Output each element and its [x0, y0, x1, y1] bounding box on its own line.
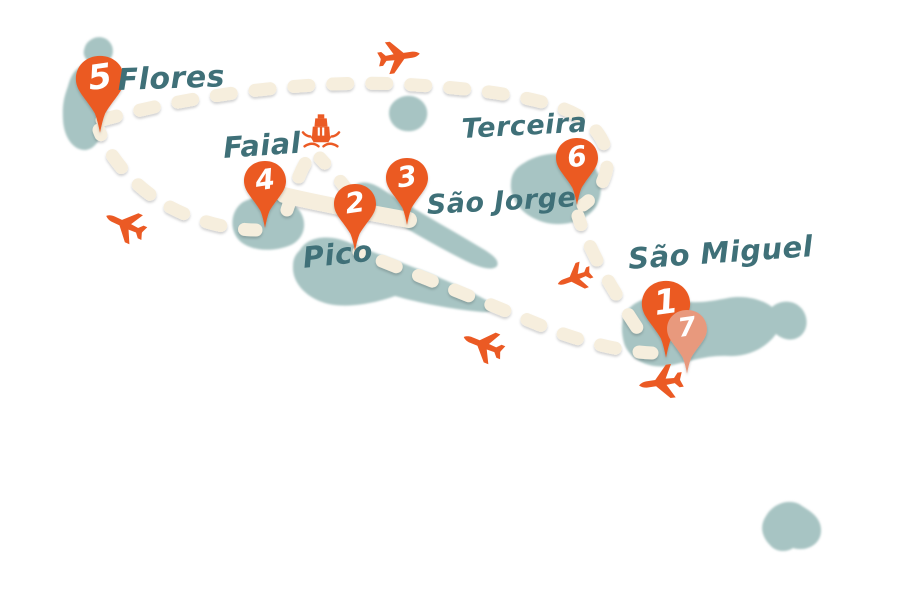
route-flores-to-faial	[92, 123, 263, 237]
airplane-icon	[375, 37, 422, 76]
island-santa-maria	[762, 501, 822, 552]
island-pico	[292, 237, 493, 313]
label-faial: Faial	[222, 125, 303, 165]
route-faial-to-ferry	[280, 150, 316, 217]
label-terceira: Terceira	[461, 107, 589, 145]
label-flores: Flores	[117, 59, 226, 98]
route-terceira-to-sao-miguel	[571, 209, 647, 339]
transport-icons	[99, 37, 686, 403]
airplane-icon	[457, 322, 509, 368]
airplane-icon	[553, 258, 597, 297]
airplane-icon	[636, 362, 686, 403]
island-sao-jorge	[351, 182, 498, 269]
island-shapes	[62, 37, 822, 552]
ferry-ship-icon	[301, 114, 341, 148]
route-flores-to-terceira	[95, 76, 614, 212]
airplane-icon	[99, 201, 152, 249]
route-pico-to-sao-miguel	[352, 245, 659, 360]
island-graciosa	[389, 95, 428, 132]
